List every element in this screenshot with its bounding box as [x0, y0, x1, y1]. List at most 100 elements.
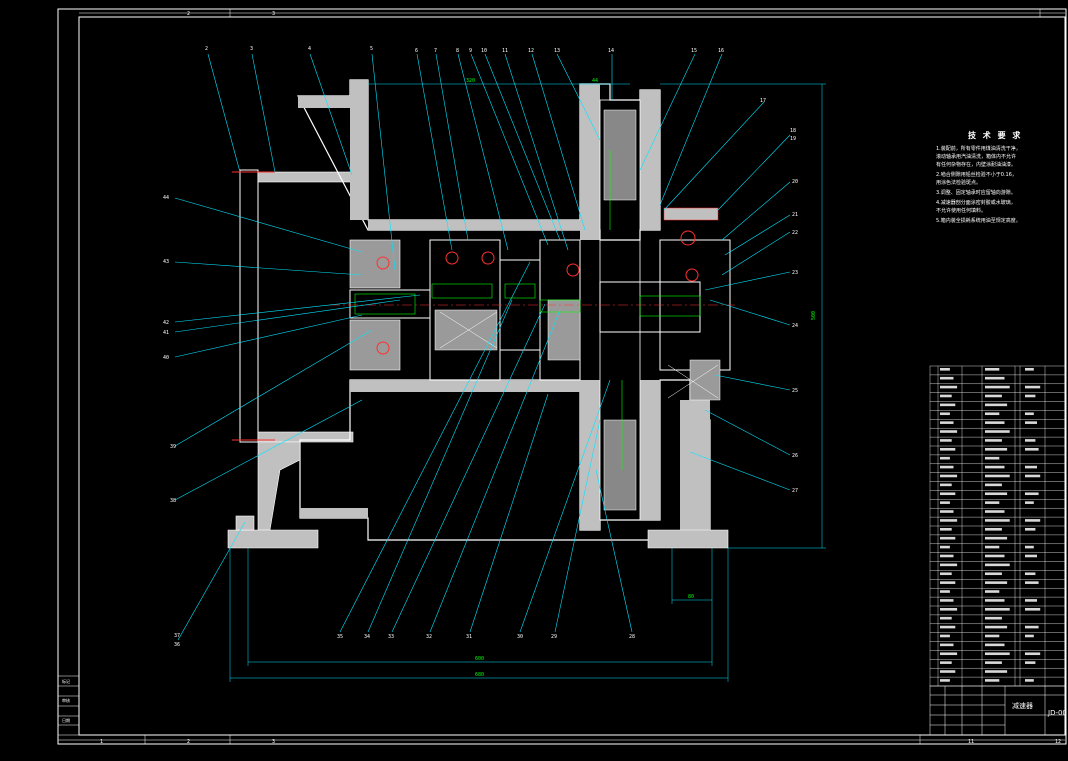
parts-table-cell-text — [1025, 394, 1036, 398]
leader-line — [457, 53, 509, 251]
tech-requirement-line: 用涂色法检验斑点。 — [936, 179, 981, 186]
parts-table-cell-text — [985, 634, 1000, 638]
part-label: 37 — [174, 633, 180, 639]
parts-table-cell-text — [1025, 385, 1041, 389]
parts-table-cell-text — [940, 670, 956, 673]
leader-line — [174, 329, 373, 447]
part-label: 31 — [466, 634, 472, 640]
bearing-cross — [439, 311, 498, 349]
dimension-top-a: 320 — [466, 78, 475, 84]
parts-table-cell-text — [940, 394, 952, 398]
part-label: 17 — [760, 98, 766, 104]
part-label: 36 — [174, 642, 180, 648]
bearing — [376, 256, 390, 270]
parts-table-cell-text — [1025, 581, 1039, 584]
gearbox-section-view — [227, 79, 735, 549]
leader-line — [174, 314, 363, 358]
leader-line — [714, 374, 791, 391]
part-label: 18 — [790, 128, 796, 134]
leader-line — [174, 197, 363, 253]
gear-section — [603, 109, 637, 201]
leader-line — [704, 271, 791, 291]
parts-table-cell-text — [1025, 501, 1034, 504]
parts-table-cell-text — [985, 652, 1010, 656]
zone-bottom-label: 3 — [272, 739, 275, 745]
part-label: 16 — [718, 48, 724, 54]
parts-table-cell-text — [1025, 528, 1036, 531]
parts-list-table — [929, 365, 1066, 687]
parts-table-cell-text — [985, 501, 1000, 504]
zone-top-label: 3 — [272, 11, 275, 17]
parts-table-cell-text — [940, 634, 950, 638]
leader-line — [663, 101, 765, 211]
leader-line — [519, 379, 611, 633]
leader-line — [251, 53, 276, 173]
leader-line — [470, 53, 549, 246]
leader-line — [174, 399, 363, 501]
leader-lines — [174, 53, 791, 641]
zone-bottom-label: 12 — [1055, 739, 1061, 745]
dimension-foot-width: 80 — [688, 594, 694, 600]
leader-line — [174, 294, 421, 323]
part-labels-top: 2 3 4 5 6 7 8 9 10 11 12 13 14 15 16 — [205, 46, 724, 54]
stamp-label: 日期 — [62, 717, 70, 723]
part-label: 3 — [250, 46, 253, 52]
parts-table-cell-text — [985, 510, 1005, 513]
leader-line — [709, 299, 791, 326]
parts-table-cell-text — [1025, 608, 1041, 611]
zone-bottom-label: 1 — [100, 739, 103, 745]
part-label: 27 — [792, 488, 798, 494]
parts-table-cell-text — [985, 430, 1010, 433]
leader-line — [717, 134, 791, 211]
parts-table-cell-text — [985, 625, 1008, 629]
parts-table-cell-text — [940, 492, 956, 496]
flange-hatch — [257, 431, 354, 443]
parts-table-cell-text — [985, 661, 1002, 664]
leader-line — [429, 309, 561, 633]
part-label: 25 — [792, 388, 798, 394]
part-label: 6 — [415, 48, 418, 54]
leader-line — [371, 53, 396, 271]
housing-hatch — [580, 84, 600, 240]
leader-line — [659, 53, 723, 206]
parts-table-cell-text — [940, 608, 958, 611]
bearing — [481, 251, 495, 265]
dimension-lines — [229, 83, 826, 682]
parts-table-cell-text — [985, 421, 1005, 424]
parts-table-cell-text — [985, 385, 1010, 389]
part-label: 10 — [481, 48, 487, 54]
parts-table-cell-text — [940, 376, 954, 380]
outer-frame — [57, 8, 1067, 745]
parts-table-cell-text — [985, 456, 1000, 460]
parts-table-cell-text — [985, 590, 1000, 593]
parts-table-cell-text — [1025, 545, 1034, 549]
tech-requirements-title: 技 术 要 求 — [968, 130, 1022, 140]
parts-table-cell-text — [985, 563, 1010, 567]
parts-table-cell-text — [985, 376, 1005, 380]
parts-table-cell-text — [940, 679, 950, 682]
leader-line — [721, 181, 791, 241]
part-label: 23 — [792, 270, 798, 276]
zone-top-label: 2 — [187, 11, 190, 17]
tech-requirement-line: 2.啮合侧隙用铅丝检验不小于0.16， — [936, 171, 1017, 178]
parts-table-cell-text — [1025, 465, 1037, 469]
left-stamp-block — [57, 675, 80, 736]
parts-table-cell-text — [1025, 652, 1041, 656]
leader-line — [639, 53, 696, 171]
parts-table-cell-text — [985, 608, 1010, 611]
bearing-seat — [227, 529, 319, 549]
parts-table-cell-text — [985, 572, 1002, 576]
part-label: 32 — [426, 634, 432, 640]
part-label: 15 — [691, 48, 697, 54]
parts-table-cell-text — [940, 421, 954, 424]
housing-hatch — [640, 90, 660, 230]
parts-table-cell-text — [940, 456, 950, 460]
parts-table-cell-text — [940, 536, 956, 540]
housing-hatch — [350, 80, 368, 220]
gear-section — [434, 309, 498, 351]
parts-table-cell-text — [940, 465, 954, 469]
leader-line — [391, 303, 546, 633]
tech-requirement-line: 不允许使用任何填料。 — [936, 207, 986, 214]
leader-line — [504, 53, 569, 251]
shaft-section — [349, 319, 401, 371]
